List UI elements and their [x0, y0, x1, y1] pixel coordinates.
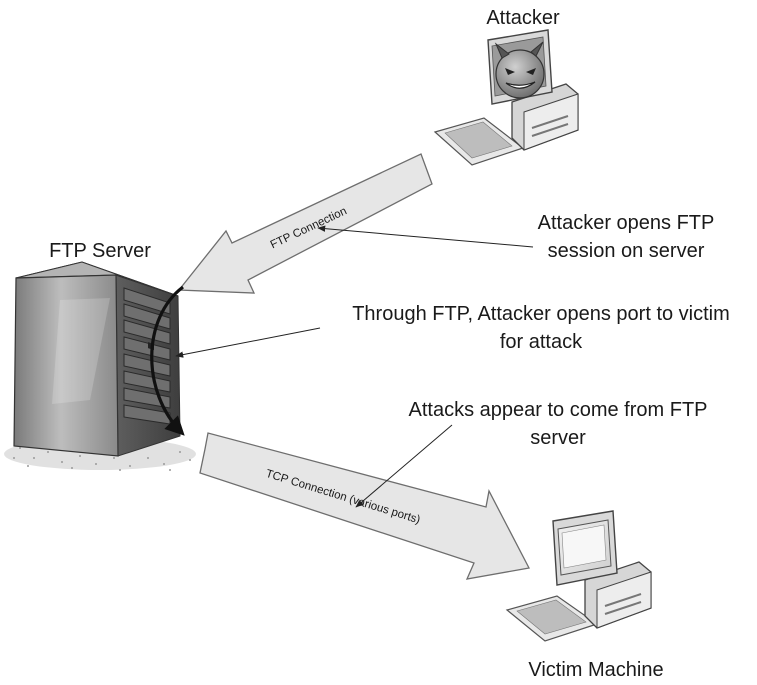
redirect-curved-arrow	[150, 285, 185, 436]
attacker-computer: Attacker	[433, 7, 579, 166]
victim-machine-label: Victim Machine	[528, 659, 663, 681]
ftp-server-label: FTP Server	[49, 240, 151, 262]
annotation-ftp-session: Attacker opens FTP session on server	[317, 212, 715, 262]
ftp-server: FTP Server	[4, 240, 196, 471]
server-tower-icon	[4, 261, 196, 471]
annotation-pointer	[317, 225, 534, 248]
annotation-open-port: Through FTP, Attacker opens port to vict…	[175, 303, 730, 358]
ftp-connection-arrow: FTP Connection	[177, 153, 433, 294]
annotation-pointer	[355, 424, 453, 508]
victim-computer: Victim Machine	[505, 510, 664, 681]
evil-face-computer-icon	[433, 29, 579, 166]
tcp-connection-arrow: TCP Connection (various ports)	[199, 432, 530, 580]
annotation-text-line: Attacks appear to come from FTP	[409, 399, 708, 421]
annotation-spoofed-source: Attacks appear to come from FTP server	[355, 399, 708, 508]
annotation-text-line: Attacker opens FTP	[538, 212, 715, 234]
desktop-computer-icon	[505, 510, 652, 642]
annotation-pointer	[175, 327, 321, 358]
annotation-text-line: session on server	[548, 240, 705, 262]
attacker-label: Attacker	[486, 7, 560, 29]
annotation-text-line: for attack	[500, 331, 583, 353]
annotation-text-line: Through FTP, Attacker opens port to vict…	[352, 303, 730, 325]
annotation-text-line: server	[530, 427, 586, 449]
